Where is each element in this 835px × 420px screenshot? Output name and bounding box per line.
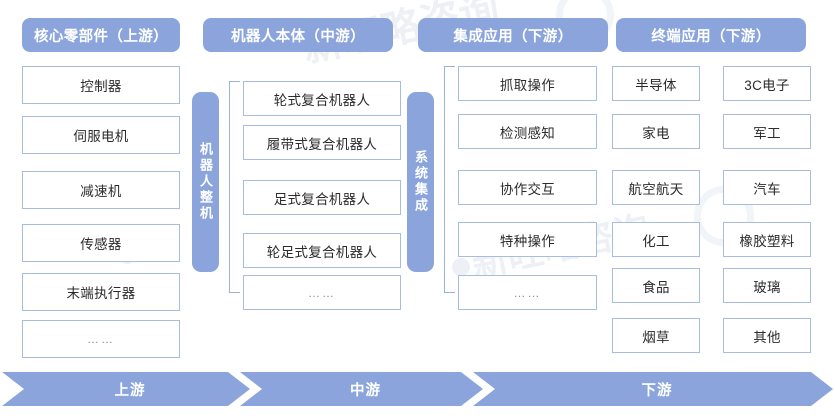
flow-stage-label: 下游 — [641, 382, 673, 399]
item-box-label: 食品 — [642, 279, 670, 295]
vertical-label-text: 机器人整机 — [198, 142, 213, 222]
item-box-label: 其他 — [753, 329, 781, 345]
item-box-label: 伺服电机 — [73, 129, 129, 144]
item-box-more-midstream[interactable]: …… — [243, 275, 401, 310]
column-header-terminal-application: 终端应用（下游） — [616, 18, 806, 52]
item-box-reducer[interactable]: 减速机 — [22, 171, 180, 209]
flow-stage-label: 中游 — [350, 382, 381, 399]
column-header-label: 终端应用（下游） — [651, 28, 771, 45]
item-box-label: 橡胶塑料 — [739, 233, 795, 249]
item-box-legged-composite-robot[interactable]: 足式复合机器人 — [243, 180, 401, 215]
item-box-semiconductor[interactable]: 半导体 — [612, 66, 700, 101]
item-box-end-effector[interactable]: 末端执行器 — [22, 273, 180, 311]
column-header-label: 核心零部件（上游） — [33, 28, 169, 45]
item-box-rubber-plastic[interactable]: 橡胶塑料 — [723, 222, 811, 257]
item-box-label: 减速机 — [80, 184, 122, 199]
item-box-label: 家电 — [642, 125, 670, 141]
item-box-label: …… — [87, 332, 115, 346]
item-box-detection-perception[interactable]: 检测感知 — [458, 114, 597, 149]
flow-stage-label: 上游 — [114, 382, 146, 399]
item-box-controller[interactable]: 控制器 — [22, 66, 180, 104]
column-header-label: 机器人本体（中游） — [230, 28, 366, 45]
item-box-label: 烟草 — [642, 329, 670, 345]
item-box-glass[interactable]: 玻璃 — [723, 268, 811, 303]
item-box-grasping-operation[interactable]: 抓取操作 — [458, 66, 597, 101]
watermark-dot-icon — [452, 258, 470, 276]
item-box-tobacco[interactable]: 烟草 — [612, 318, 700, 353]
item-box-aerospace[interactable]: 航空航天 — [612, 170, 700, 205]
item-box-chemical[interactable]: 化工 — [612, 222, 700, 257]
item-box-label: 足式复合机器人 — [273, 191, 371, 207]
item-box-label: 末端执行器 — [66, 286, 136, 301]
item-box-3c-electronics[interactable]: 3C电子 — [723, 66, 811, 101]
column-header-robot-body: 机器人本体（中游） — [203, 18, 393, 52]
item-box-food[interactable]: 食品 — [612, 268, 700, 303]
item-box-sensor[interactable]: 传感器 — [22, 224, 180, 262]
item-box-collaborative-interaction[interactable]: 协作交互 — [458, 170, 597, 205]
flow-stage-downstream[interactable]: 下游 — [473, 372, 833, 406]
flow-stage-upstream[interactable]: 上游 — [2, 372, 250, 406]
item-box-label: 军工 — [753, 125, 781, 141]
column-header-integrated-application: 集成应用（下游） — [418, 18, 608, 52]
item-box-label: …… — [513, 285, 542, 300]
item-box-military[interactable]: 军工 — [723, 114, 811, 149]
item-box-label: 传感器 — [80, 237, 122, 252]
vertical-label-robot-whole-machine: 机器人整机 — [192, 92, 219, 272]
item-box-label: 特种操作 — [499, 233, 556, 249]
column-header-upstream-parts: 核心零部件（上游） — [22, 18, 180, 52]
item-box-servo-motor[interactable]: 伺服电机 — [22, 116, 180, 154]
item-box-more-integrated[interactable]: …… — [458, 275, 597, 310]
vertical-label-system-integration: 系统集成 — [407, 92, 434, 272]
item-box-label: 玻璃 — [753, 279, 781, 295]
item-box-automobile[interactable]: 汽车 — [723, 170, 811, 205]
item-box-label: 3C电子 — [744, 77, 790, 93]
item-box-label: …… — [308, 285, 336, 300]
item-box-special-operation[interactable]: 特种操作 — [458, 222, 597, 257]
flow-stage-midstream[interactable]: 中游 — [240, 372, 483, 406]
item-box-label: 汽车 — [753, 181, 781, 197]
item-box-label: 检测感知 — [499, 125, 556, 141]
item-box-tracked-composite-robot[interactable]: 履带式复合机器人 — [243, 125, 401, 160]
item-box-label: 履带式复合机器人 — [266, 136, 378, 152]
item-box-label: 半导体 — [635, 77, 677, 93]
item-box-label: 轮式复合机器人 — [273, 92, 371, 108]
item-box-more-upstream[interactable]: …… — [22, 320, 180, 358]
item-box-label: 抓取操作 — [499, 77, 556, 93]
bracket-connector-midstream — [229, 81, 240, 293]
item-box-label: 轮足式复合机器人 — [266, 244, 378, 260]
item-box-wheel-legged-composite-robot[interactable]: 轮足式复合机器人 — [243, 233, 401, 268]
vertical-label-text: 系统集成 — [413, 150, 428, 214]
item-box-label: 协作交互 — [499, 181, 556, 197]
column-header-label: 集成应用（下游） — [453, 28, 573, 45]
item-box-wheeled-composite-robot[interactable]: 轮式复合机器人 — [243, 81, 401, 116]
bracket-connector-downstream — [444, 66, 455, 293]
item-box-label: 化工 — [642, 233, 670, 249]
item-box-home-appliance[interactable]: 家电 — [612, 114, 700, 149]
item-box-label: 航空航天 — [628, 181, 684, 197]
item-box-others[interactable]: 其他 — [723, 318, 811, 353]
item-box-label: 控制器 — [80, 79, 122, 94]
